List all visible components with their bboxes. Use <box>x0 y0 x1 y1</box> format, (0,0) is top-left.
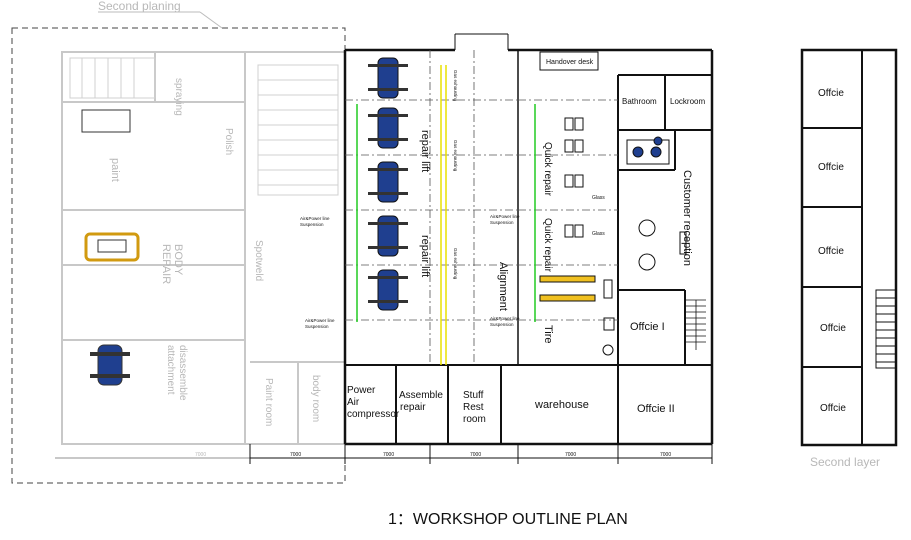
body-repair-label-2: REPAIR <box>160 244 172 284</box>
office-label: Offcie <box>820 323 846 334</box>
repair-lift-cars <box>368 57 408 311</box>
lift-icon <box>84 232 140 262</box>
car-icon <box>368 215 408 257</box>
office-i-label: Offcie I <box>630 321 665 333</box>
room-labels: repair lift repair lift Quick repair Qui… <box>347 59 705 425</box>
suspension-note-4: Suspension <box>490 322 514 327</box>
car-icon <box>368 107 408 149</box>
office-label: Offcie <box>820 403 846 414</box>
suspension-note-2: Suspension <box>305 324 329 329</box>
second-layer <box>800 48 898 447</box>
quick-repair-equipment <box>539 117 615 356</box>
office-label: Offcie <box>818 246 844 257</box>
repair-lift-label-1: repair lift <box>419 130 431 172</box>
gas-exhausting-note-1: Gas exhausting <box>453 70 458 102</box>
air-power-note-2: Air&Power line <box>305 318 335 323</box>
gas-exhausting-note-3: Gas exhausting <box>453 248 458 280</box>
dimension-label: 7000 <box>290 452 301 458</box>
air-power-note-1: Air&Power line <box>300 216 330 221</box>
main-workshop <box>343 33 714 446</box>
second-layer-label: Second layer <box>810 455 880 469</box>
power-label-3: compressor <box>347 409 400 420</box>
suspension-note-3: Suspension <box>490 220 514 225</box>
tire-label: Tire <box>542 325 554 344</box>
quick-repair-label-2: Quick repair <box>542 218 553 273</box>
annotations: Gas exhausting Gas exhausting Gas exhaus… <box>300 70 605 329</box>
body-room-label: body room <box>310 375 321 422</box>
office-label: Offcie <box>818 88 844 99</box>
bathroom-label: Bathroom <box>622 97 657 106</box>
lockroom-label: Lockroom <box>670 97 705 106</box>
second-planing-label: Second planing <box>98 0 181 13</box>
spraying-label: spraying <box>173 78 184 116</box>
handover-desk-label: Handover desk <box>546 59 594 66</box>
glass-note-1: Glass <box>592 195 605 201</box>
air-power-note-4: Air&Power line <box>490 316 520 321</box>
body-repair-label-1: BODY <box>172 244 184 276</box>
disassemble-label-1: disassemble <box>177 345 188 401</box>
car-icon <box>90 344 130 386</box>
paint-room-label: Paint room <box>263 378 274 426</box>
glass-note-2: Glass <box>592 231 605 237</box>
polish-label: Polish <box>223 128 234 155</box>
second-layer-labels: Offcie Offcie Offcie Offcie Offcie Secon… <box>810 88 880 469</box>
power-label-1: Power <box>347 385 376 396</box>
dimension-label: 7000 <box>195 452 206 458</box>
car-icon <box>368 269 408 311</box>
customer-reception-label: Customer reception <box>681 170 693 266</box>
dimension-label: 7000 <box>470 452 481 458</box>
gas-exhausting-note-2: Gas exhausting <box>453 140 458 172</box>
quick-repair-label-1: Quick repair <box>542 142 553 197</box>
reception-furniture <box>626 136 706 350</box>
air-power-note-3: Air&Power line <box>490 214 520 219</box>
dimension-label: 7000 <box>383 452 394 458</box>
plan-caption: 1：WORKSHOP OUTLINE PLAN <box>388 511 628 528</box>
stuff-label-2: Rest <box>463 402 484 413</box>
warehouse-label: warehouse <box>534 399 589 411</box>
suspension-note-1: Suspension <box>300 222 324 227</box>
assemble-label-2: repair <box>400 402 426 413</box>
office-ii-label: Offcie II <box>637 403 675 415</box>
disassemble-label-2: attachment <box>165 345 176 395</box>
car-icon <box>368 57 408 99</box>
dimension-label: 7000 <box>565 452 576 458</box>
dimension-line: 7000 7000 7000 7000 7000 7000 <box>195 444 713 464</box>
alignment-label: Alignment <box>497 262 509 311</box>
machine-icon <box>81 109 131 133</box>
stuff-label-3: room <box>463 414 486 425</box>
power-label-2: Air <box>347 397 360 408</box>
assemble-label-1: Assemble <box>399 390 443 401</box>
paint-label: paint <box>109 158 121 182</box>
dimension-label: 7000 <box>660 452 671 458</box>
stuff-label-1: Stuff <box>463 390 484 401</box>
car-icon <box>368 161 408 203</box>
office-label: Offcie <box>818 162 844 173</box>
repair-lift-label-2: repair lift <box>419 235 431 277</box>
spotweld-label: Spotweld <box>253 240 264 281</box>
second-planing-area: Second planing <box>11 0 346 484</box>
